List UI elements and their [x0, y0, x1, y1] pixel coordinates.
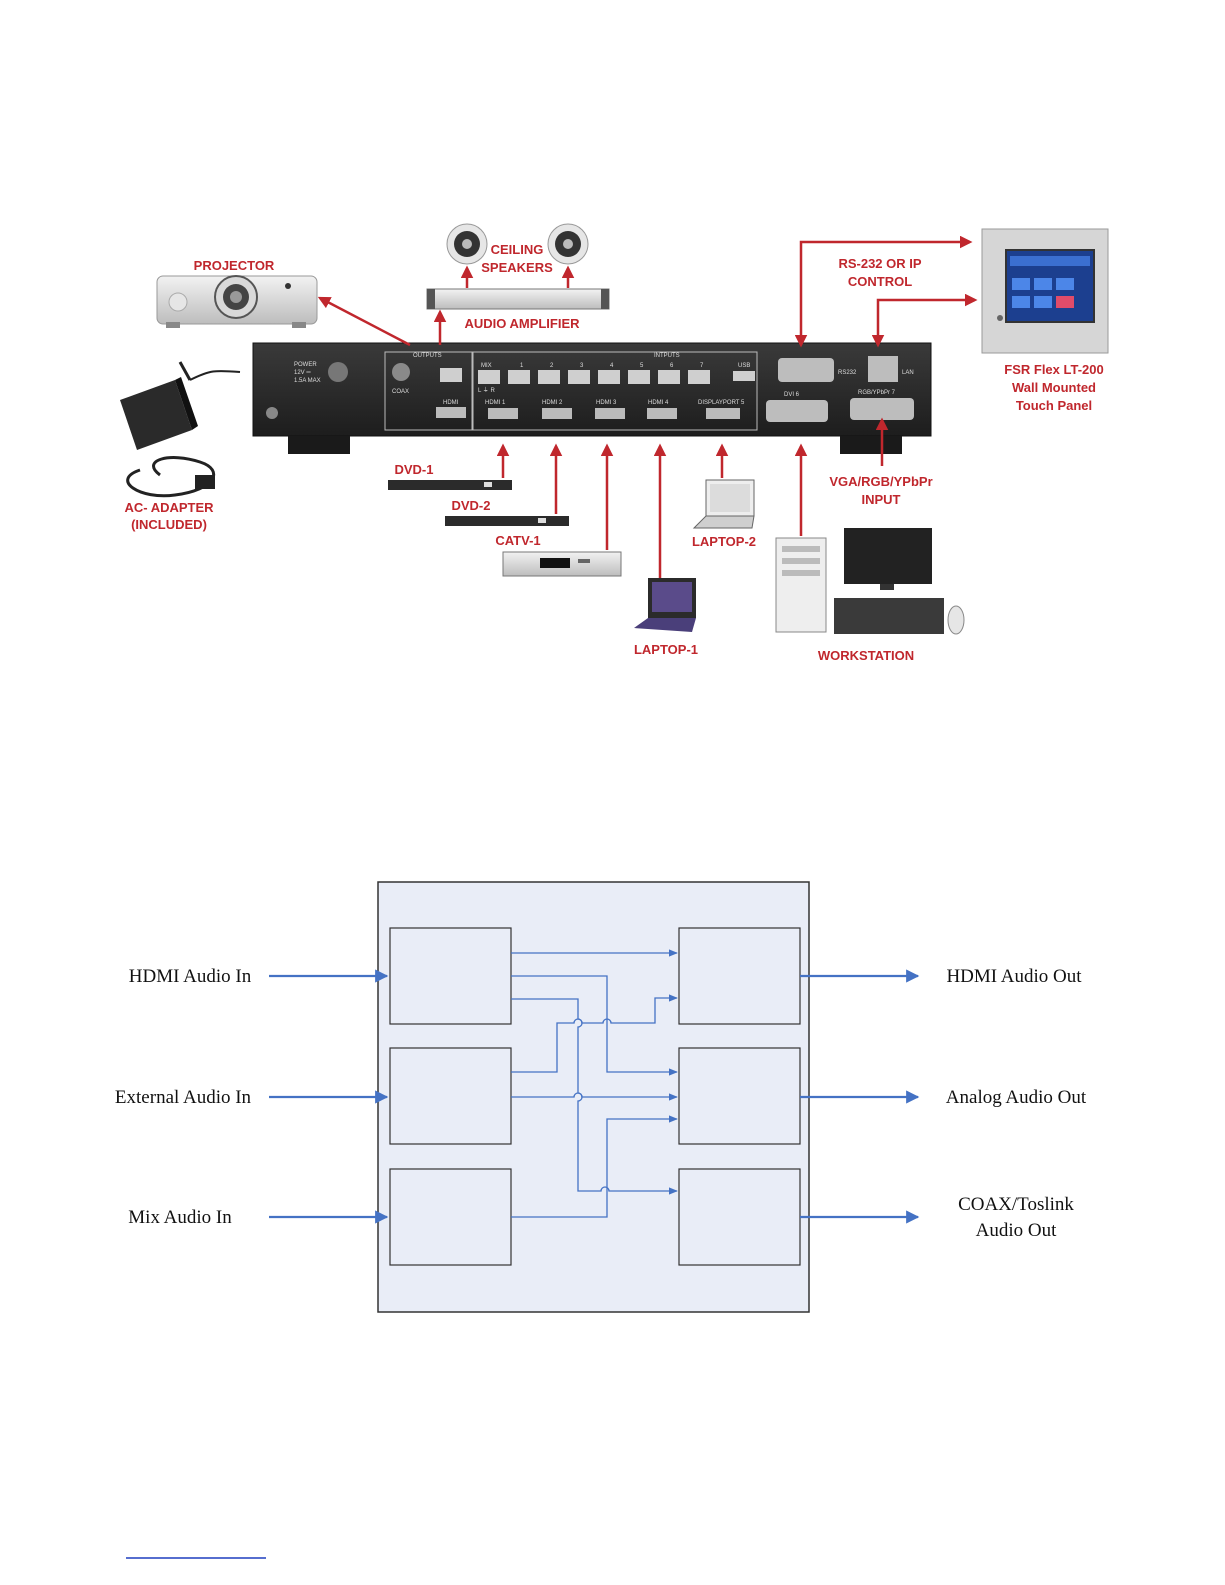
- audio-routing-diagram: HDMI Audio In External Audio In Mix Audi…: [115, 881, 1087, 1313]
- dvd1-label: DVD-1: [394, 462, 433, 477]
- dvd2-label: DVD-2: [451, 498, 490, 513]
- panel-in7-label: 7: [700, 363, 704, 369]
- hdmi-audio-in-label: HDMI Audio In: [129, 966, 252, 987]
- switcher-back-panel: POWER 12V ═ 1.5A MAX OUTPUTS COAX HDMI I…: [252, 342, 932, 454]
- hdmi2-port: [542, 408, 572, 419]
- panel-power-voltage: 12V ═: [294, 370, 311, 376]
- mix-audio-in-block: [389, 1168, 512, 1266]
- panel-hdmi4-label: HDMI 4: [648, 400, 669, 406]
- touch-panel-label-2: Wall Mounted: [1012, 380, 1096, 395]
- touch-panel-icon: [981, 228, 1109, 354]
- coax-toslink-label-2: Audio Out: [976, 1220, 1057, 1241]
- panel-in3-label: 3: [580, 363, 584, 369]
- catv1-label: CATV-1: [495, 533, 540, 548]
- panel-lan-label: LAN: [902, 370, 914, 376]
- panel-in1-label: 1: [520, 363, 524, 369]
- projector-icon: [156, 275, 318, 328]
- projector-label: PROJECTOR: [194, 258, 275, 273]
- panel-in4-label: 4: [610, 363, 614, 369]
- dvd1-icon: [388, 480, 512, 490]
- panel-in5-label: 5: [640, 363, 644, 369]
- panel-dvi6-label: DVI 6: [784, 392, 800, 398]
- routing-lines: [511, 949, 678, 1218]
- ac-adapter-label-1: AC- ADAPTER: [124, 500, 214, 515]
- workstation-icon: [775, 528, 965, 635]
- panel-in2-label: 2: [550, 363, 554, 369]
- panel-usb-label: USB: [738, 363, 750, 369]
- vga-input-label-1: VGA/RGB/YPbPr: [829, 474, 932, 489]
- rs232-control-label-2: CONTROL: [848, 274, 912, 289]
- panel-hdmi-out-label: HDMI: [443, 400, 459, 406]
- panel-dp5-label: DISPLAYPORT 5: [698, 400, 745, 406]
- dvd2-icon: [445, 516, 569, 526]
- coax-toslink-label-1: COAX/Toslink: [958, 1194, 1074, 1215]
- laptop2-label: LAPTOP-2: [692, 534, 756, 549]
- hdmi-audio-in-block: [389, 927, 512, 1025]
- hdmi-audio-out-label: HDMI Audio Out: [946, 966, 1082, 987]
- touch-panel-label-1: FSR Flex LT-200: [1004, 362, 1103, 377]
- ceiling-speaker-left-icon: [446, 223, 488, 265]
- analog-audio-out-label: Analog Audio Out: [946, 1087, 1087, 1108]
- ac-adapter-icon: [120, 361, 241, 498]
- mix-audio-in-label: Mix Audio In: [128, 1207, 232, 1228]
- panel-hdmi3-label: HDMI 3: [596, 400, 617, 406]
- usb-port: [733, 371, 755, 381]
- lan-port: [868, 356, 898, 382]
- audio-amplifier-icon: [426, 288, 610, 310]
- external-arrows: [269, 969, 920, 1224]
- laptop1-label: LAPTOP-1: [634, 642, 698, 657]
- power-jack-icon: [328, 362, 348, 382]
- touch-panel-label-3: Touch Panel: [1016, 398, 1092, 413]
- catv1-icon: [502, 551, 622, 577]
- hdmi-audio-out-block: [678, 927, 801, 1025]
- workstation-label: WORKSTATION: [818, 648, 914, 663]
- audio-amplifier-label: AUDIO AMPLIFIER: [464, 316, 580, 331]
- laptop1-icon: [634, 578, 696, 632]
- hdmi-output-port: [436, 407, 466, 418]
- panel-power-label: POWER: [294, 362, 317, 368]
- hdmi1-port: [488, 408, 518, 419]
- panel-hdmi2-label: HDMI 2: [542, 400, 563, 406]
- laptop2-icon: [692, 479, 755, 529]
- panel-inputs-label: INTPUTS: [654, 353, 680, 359]
- external-audio-in-block: [389, 1047, 512, 1145]
- displayport5-port: [706, 408, 740, 419]
- panel-hdmi1-label: HDMI 1: [485, 400, 506, 406]
- panel-outputs-label: OUTPUTS: [413, 353, 442, 359]
- ceiling-speakers-label-1: CEILING: [491, 242, 544, 257]
- coax-output-jack: [392, 363, 410, 381]
- dvi6-port: [766, 400, 828, 422]
- ceiling-speakers-label-2: SPEAKERS: [481, 260, 553, 275]
- rs232-control-label-1: RS-232 OR IP: [838, 256, 921, 271]
- panel-in6-label: 6: [670, 363, 674, 369]
- ground-screw-icon: [266, 407, 278, 419]
- rs232-port: [778, 358, 834, 382]
- coax-toslink-out-block: [678, 1168, 801, 1266]
- analog-audio-out-block: [678, 1047, 801, 1145]
- panel-lr-label: L ⏚ R: [478, 387, 495, 394]
- panel-rgb7-label: RGB/YPbPr 7: [858, 390, 896, 396]
- panel-coax-label: COAX: [392, 389, 409, 395]
- panel-rs232-label: RS232: [838, 370, 857, 376]
- panel-power-amps: 1.5A MAX: [294, 378, 321, 384]
- vga-input-label-2: INPUT: [862, 492, 901, 507]
- ac-adapter-label-2: (INCLUDED): [131, 517, 207, 532]
- rgb7-port: [850, 398, 914, 420]
- hdmi3-port: [595, 408, 625, 419]
- wiring-arrows: [317, 235, 978, 578]
- hdmi-output-audio-jack: [440, 368, 462, 382]
- hdmi4-port: [647, 408, 677, 419]
- external-audio-in-label: External Audio In: [115, 1087, 252, 1108]
- ceiling-speaker-right-icon: [547, 223, 589, 265]
- wiring-diagram: PROJECTOR CEILING SPEAKERS AUDIO AMPLIFI…: [120, 223, 1109, 663]
- panel-mix-label: MIX: [481, 363, 492, 369]
